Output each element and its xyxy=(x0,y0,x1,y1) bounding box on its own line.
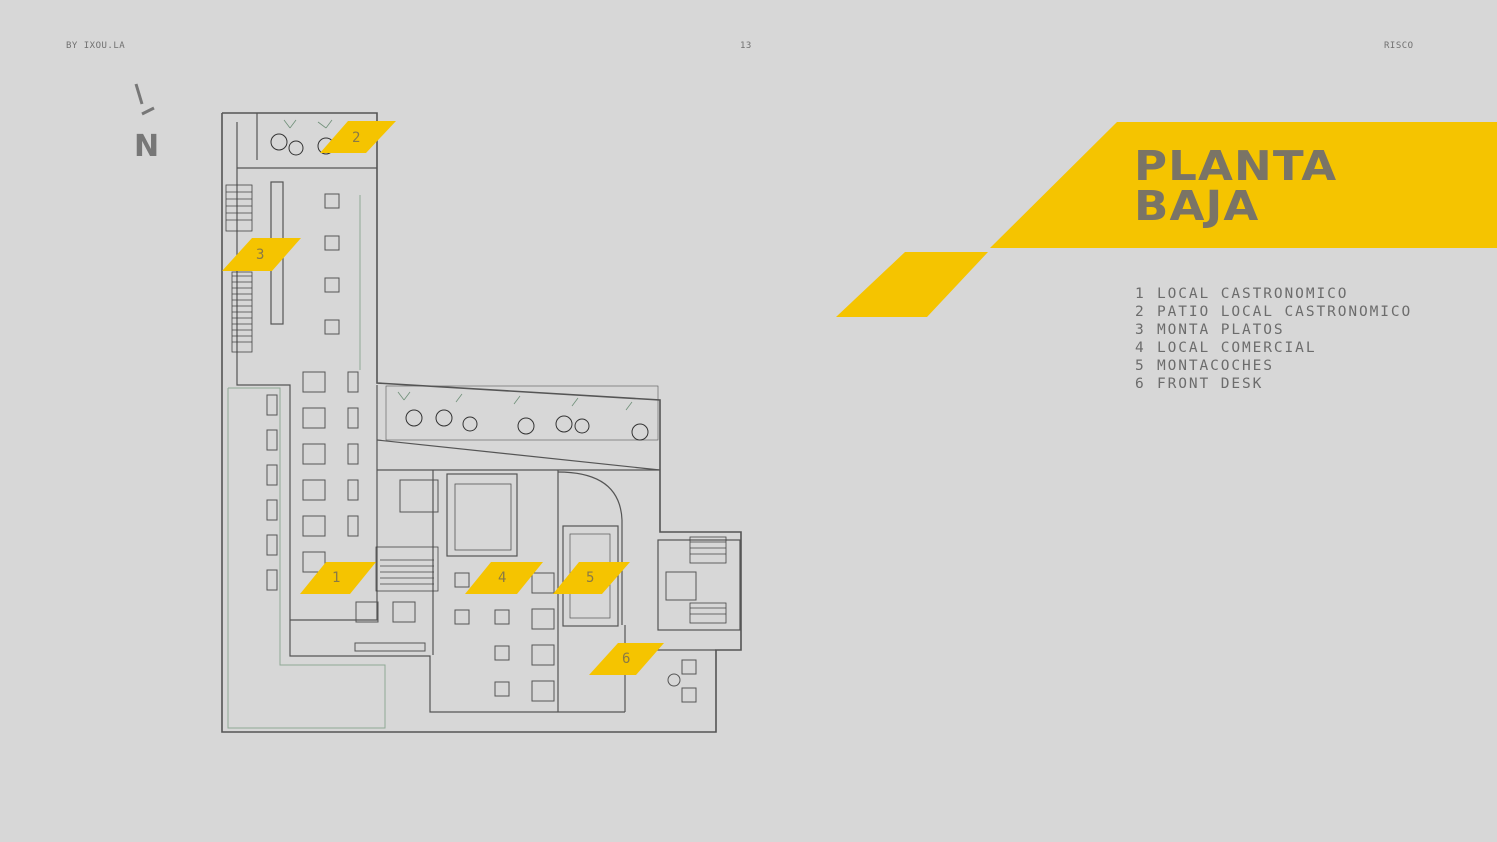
room-marker-3 xyxy=(222,238,301,271)
room-marker-6 xyxy=(589,643,664,675)
page-number: 13 xyxy=(740,41,752,51)
header-left-text: BY IXOU.LA xyxy=(66,41,126,51)
room-marker-5-label: 5 xyxy=(586,570,594,586)
room-marker-5 xyxy=(553,562,630,594)
banner-main-shape xyxy=(990,122,1497,248)
title-line-2: BAJA xyxy=(1134,182,1260,230)
room-marker-3-label: 3 xyxy=(256,247,264,263)
header-right-text: RISCO xyxy=(1384,41,1414,51)
room-marker-1 xyxy=(300,562,376,594)
room-marker-2-label: 2 xyxy=(352,130,360,146)
north-arrow-icon: N xyxy=(134,83,159,162)
room-marker-2 xyxy=(320,121,396,153)
room-marker-4 xyxy=(465,562,543,594)
page-title: PLANTA BAJA xyxy=(1134,142,1338,230)
banner-small-shape xyxy=(836,252,988,317)
room-marker-4-label: 4 xyxy=(498,570,506,586)
room-marker-1-label: 1 xyxy=(332,570,340,586)
title-line-1: PLANTA xyxy=(1134,142,1338,190)
plan-outline xyxy=(221,112,742,733)
north-label: N xyxy=(134,129,159,162)
room-marker-6-label: 6 xyxy=(622,651,630,667)
